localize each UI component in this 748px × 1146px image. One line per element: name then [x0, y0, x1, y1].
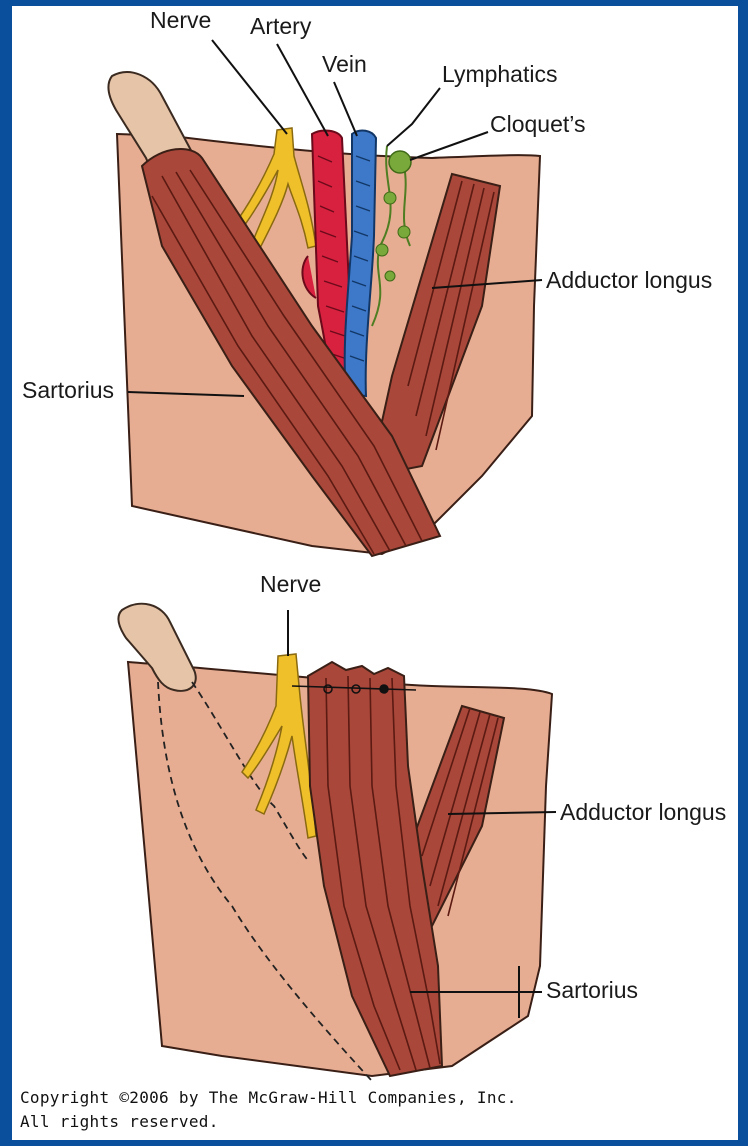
copyright-line-2: All rights reserved.	[20, 1112, 219, 1131]
top-label-lymphatics: Lymphatics	[442, 61, 557, 87]
top-label-adductor-longus: Adductor longus	[546, 267, 712, 293]
top-label-cloquet: Cloquet’s	[490, 111, 585, 137]
copyright-line-1: Copyright ©2006 by The McGraw-Hill Compa…	[20, 1088, 517, 1107]
figure-frame: Nerve Artery Vein Lymphatics Cloquet’s A…	[12, 6, 738, 1140]
top-label-artery: Artery	[250, 13, 312, 39]
top-label-nerve: Nerve	[150, 7, 211, 33]
top-lymphatics-leader	[387, 88, 440, 146]
bottom-label-nerve: Nerve	[260, 571, 321, 597]
top-vein-leader	[334, 82, 357, 136]
top-nerve-leader	[212, 40, 287, 134]
bottom-label-sartorius: Sartorius	[546, 977, 638, 1003]
top-label-sartorius: Sartorius	[22, 377, 114, 403]
top-label-vein: Vein	[322, 51, 367, 77]
anatomy-illustration: Nerve Artery Vein Lymphatics Cloquet’s A…	[12, 6, 738, 1140]
bottom-label-adductor-longus: Adductor longus	[560, 799, 726, 825]
top-artery-leader	[277, 44, 328, 136]
bottom-panel: Nerve Adductor longus Sartorius	[119, 571, 727, 1081]
top-panel: Nerve Artery Vein Lymphatics Cloquet’s A…	[22, 7, 712, 556]
